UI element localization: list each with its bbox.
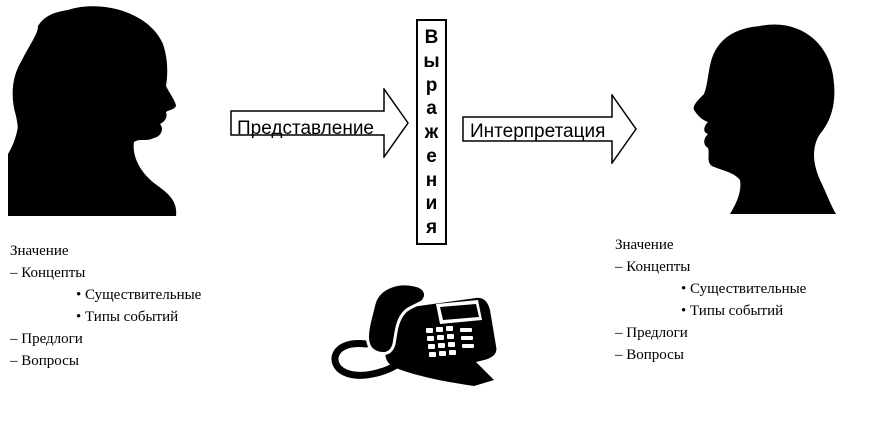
speaker-meaning-notes: Значение – Концепты • Существительные • … xyxy=(10,240,201,372)
expressions-letter: В xyxy=(424,27,439,48)
concepts-item: – Концепты xyxy=(10,265,86,281)
expressions-letter: н xyxy=(425,169,438,191)
nouns-bullet: • Существительные xyxy=(681,281,807,297)
interpretation-label: Интерпретация xyxy=(470,121,606,142)
concepts-item: – Концепты xyxy=(615,259,691,275)
prepositions-item: – Предлоги xyxy=(10,331,83,347)
representation-label: Представление xyxy=(237,118,374,139)
expressions-letter: ы xyxy=(423,50,440,72)
expressions-letter: е xyxy=(426,145,437,167)
event-types-bullet: • Типы событий xyxy=(681,303,784,319)
prepositions-item: – Предлоги xyxy=(615,325,688,341)
expressions-letter: и xyxy=(425,193,438,215)
expressions-letter: я xyxy=(425,217,438,238)
telephone-icon xyxy=(331,282,497,386)
expressions-letter: а xyxy=(426,98,437,120)
questions-item: – Вопросы xyxy=(615,347,684,363)
expressions-letter: р xyxy=(425,74,438,96)
event-types-bullet: • Типы событий xyxy=(76,309,179,325)
expressions-letter: ж xyxy=(424,122,439,143)
listener-meaning-notes: Значение – Концепты • Существительные • … xyxy=(615,234,806,366)
interpretation-arrow xyxy=(462,94,637,164)
representation-arrow xyxy=(230,88,409,158)
woman-silhouette-icon xyxy=(8,6,177,216)
expressions-box: В ы р а ж е н и я xyxy=(416,19,447,245)
meaning-heading: Значение xyxy=(10,243,69,259)
questions-item: – Вопросы xyxy=(10,353,79,369)
man-silhouette-icon xyxy=(693,24,836,214)
nouns-bullet: • Существительные xyxy=(76,287,202,303)
meaning-heading: Значение xyxy=(615,237,674,253)
